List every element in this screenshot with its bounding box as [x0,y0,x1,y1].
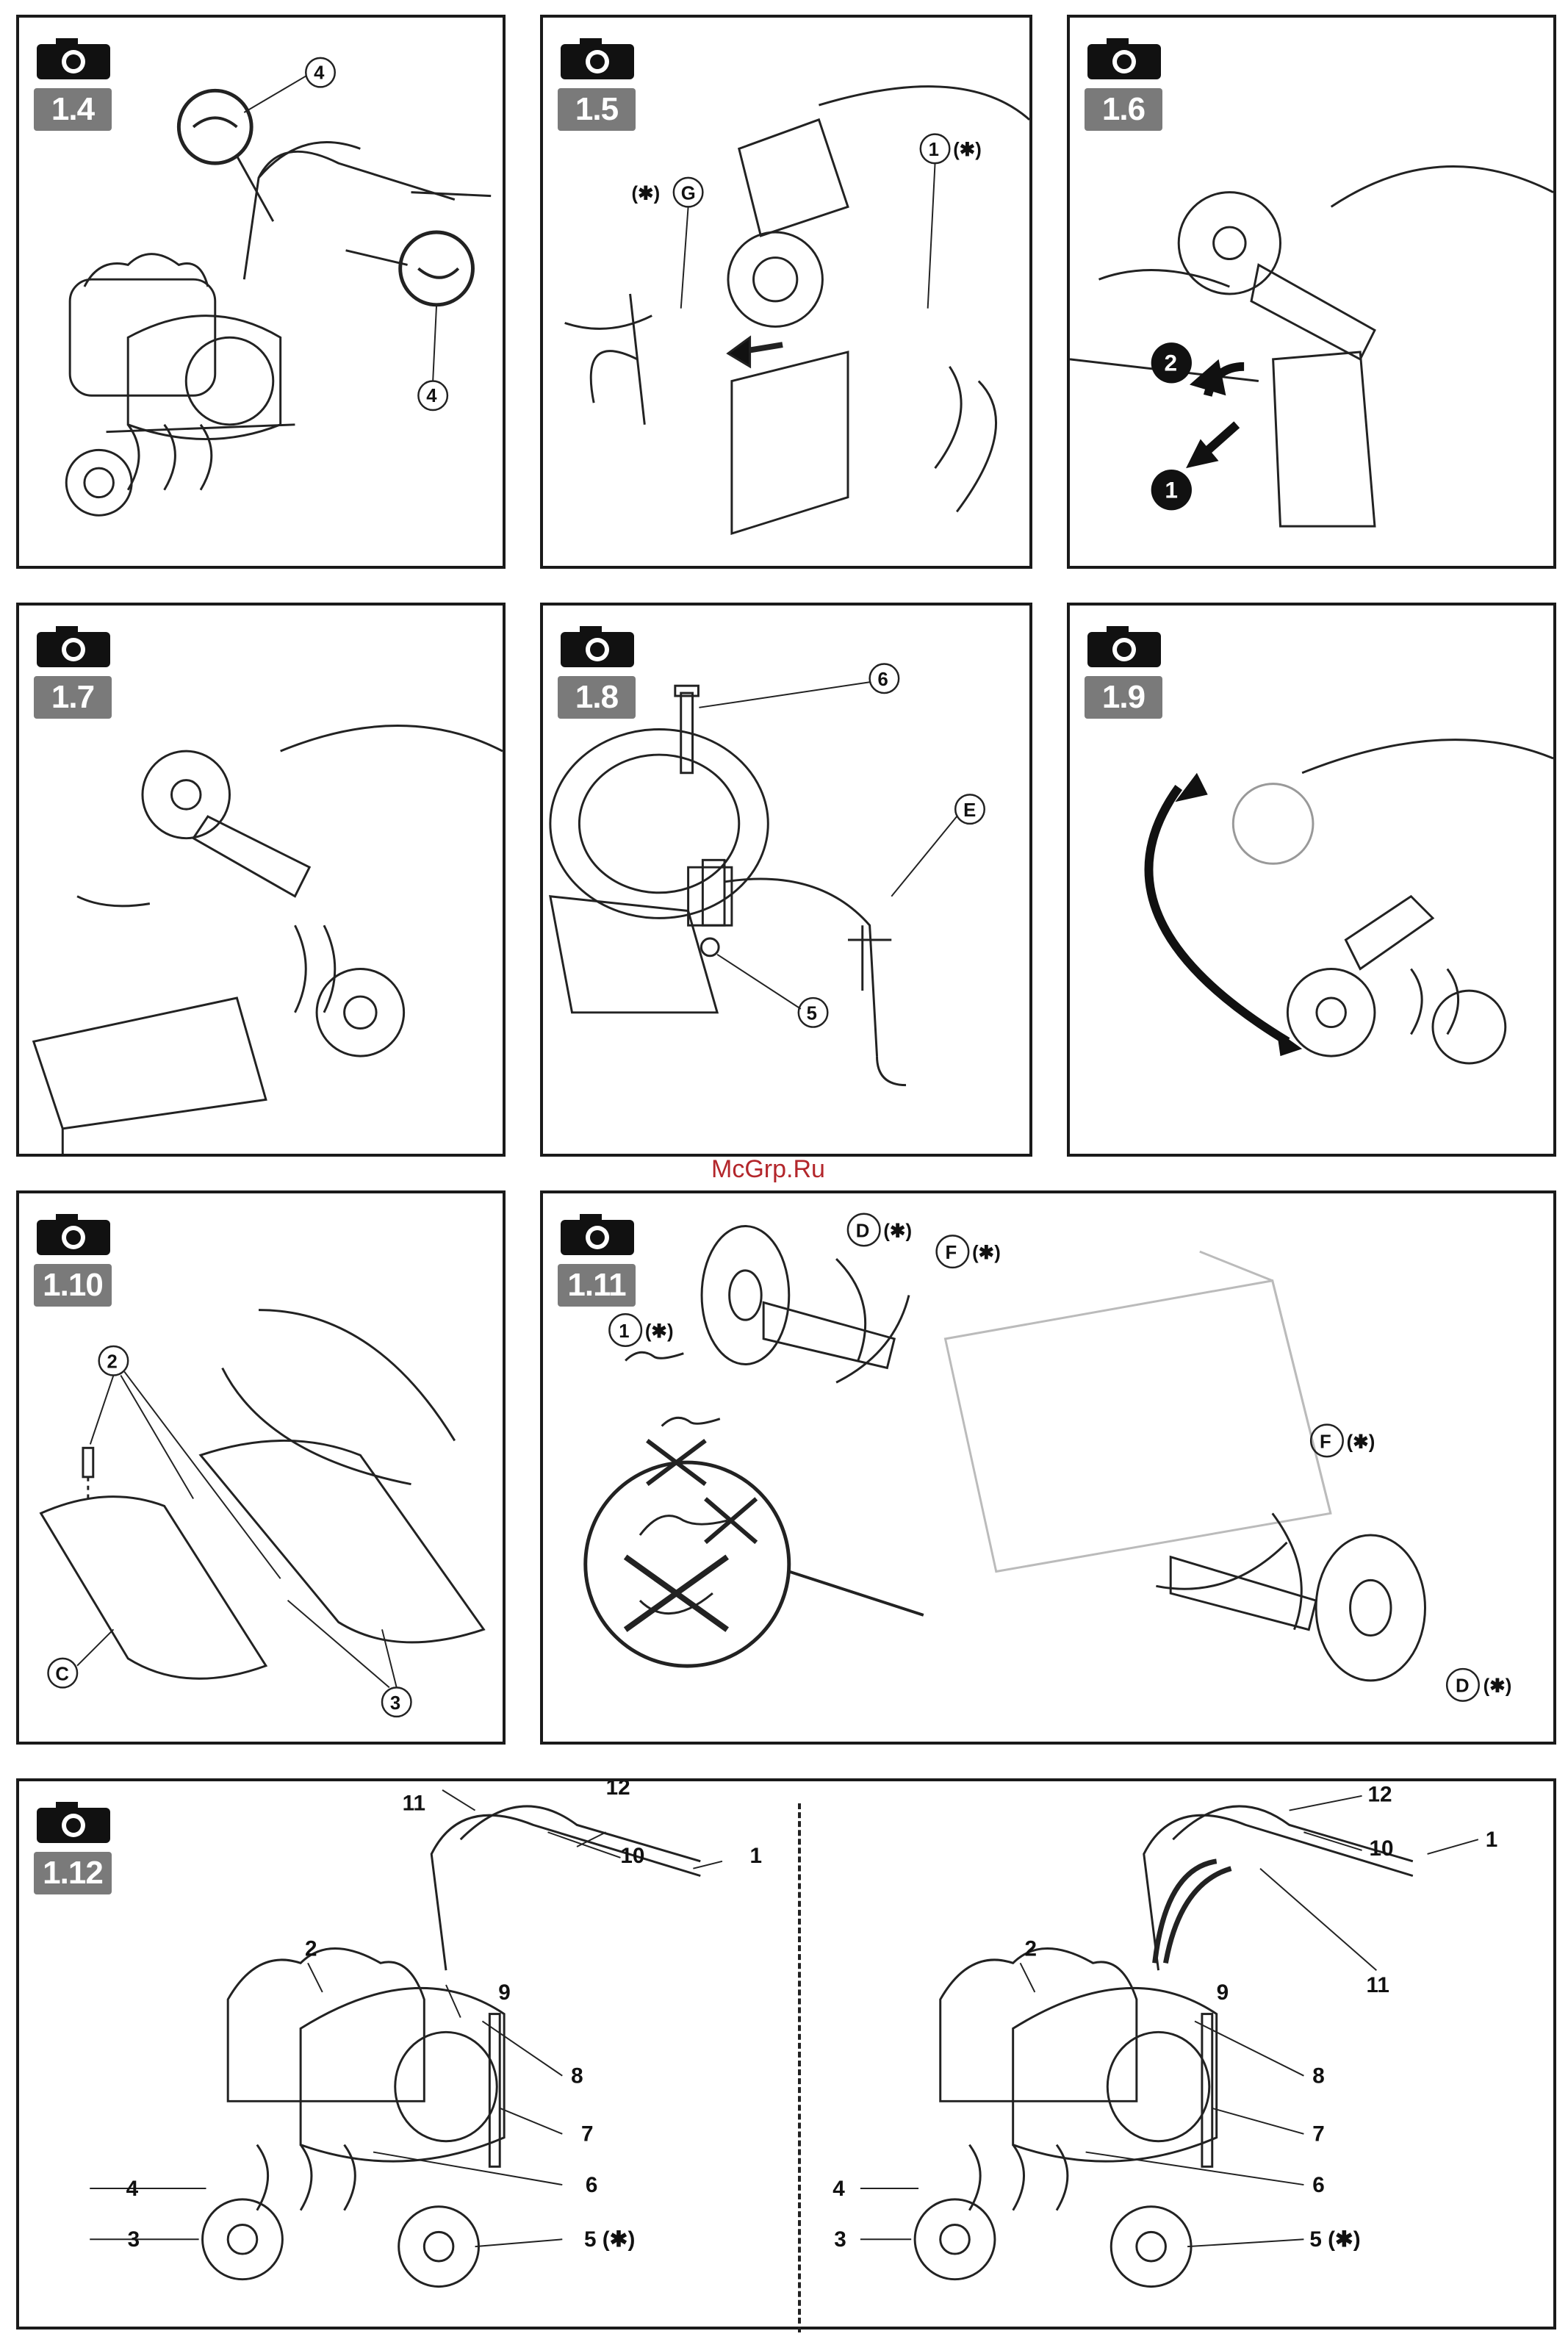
callout-4-top: 4 [314,63,325,84]
callout-2: 2 [107,1352,118,1373]
step-number: 1.12 [34,1852,112,1894]
label-6-right: 6 [1312,2173,1325,2197]
label-2-left: 2 [305,1936,317,1961]
callout-g: G [681,184,696,204]
camera-icon [34,1800,113,1844]
label-12-right: 12 [1367,1783,1392,1807]
camera-icon [1085,37,1164,81]
label-2-right: 2 [1025,1936,1037,1961]
callout-asterisk-f-top: (✱) [972,1243,1001,1263]
step-badge: 1.6 [1085,37,1165,131]
label-7-left: 7 [581,2122,594,2147]
step-badge: 1.4 [34,37,115,131]
callout-5: 5 [807,1004,817,1024]
illustration-overview: 11 12 10 1 2 9 8 7 6 4 3 5 (✱) [19,1781,1553,2327]
panel-1-4: 4 4 1.4 [16,15,506,569]
label-11-right: 11 [1366,1973,1389,1997]
callout-asterisk-d-bottom: (✱) [1484,1676,1512,1697]
label-9-right: 9 [1217,1980,1229,2005]
label-5-right: 5 (✱) [1309,2227,1360,2252]
step-number: 1.11 [558,1264,636,1307]
label-6-left: 6 [586,2173,598,2197]
callout-asterisk-1: (✱) [953,140,982,160]
camera-icon [1085,625,1164,669]
camera-icon [34,1213,113,1257]
step-number: 1.9 [1085,676,1162,719]
panel-1-7: 1.7 [16,603,506,1157]
step-number: 1.4 [34,88,112,131]
callout-asterisk-1: (✱) [645,1321,674,1342]
callout-f-bottom: F [1320,1432,1331,1452]
panel-1-5: (✱) G 1 (✱) 1.5 [540,15,1032,569]
callout-d-top: D [856,1221,870,1241]
label-4-right: 4 [832,2177,845,2201]
label-4-left: 4 [126,2177,139,2201]
step-badge: 1.10 [34,1213,115,1307]
callout-asterisk-d-top: (✱) [883,1221,912,1241]
callout-1: 1 [929,140,939,160]
panel-1-12: 11 12 10 1 2 9 8 7 6 4 3 5 (✱) [16,1778,1556,2330]
callout-3: 3 [390,1693,400,1714]
label-7-right: 7 [1312,2122,1325,2147]
step-badge: 1.11 [558,1213,639,1307]
step-badge: 1.7 [34,625,115,719]
callout-4-bottom: 4 [426,386,437,406]
camera-icon [558,625,637,669]
callout-d-bottom: D [1456,1676,1470,1697]
callout-c: C [55,1664,69,1684]
step-number: 1.8 [558,676,636,719]
step-marker-1: 1 [1165,477,1178,503]
step-number: 1.6 [1085,88,1162,131]
label-8-left: 8 [571,2064,583,2088]
step-badge: 1.8 [558,625,639,719]
panel-1-9: 1.9 [1067,603,1556,1157]
label-3-left: 3 [128,2227,140,2252]
callout-1: 1 [619,1321,629,1342]
camera-icon [558,37,637,81]
label-8-right: 8 [1312,2064,1325,2088]
label-9-left: 9 [498,1980,511,2005]
step-badge: 1.9 [1085,625,1165,719]
step-badge: 1.5 [558,37,639,131]
illustration-tines-discs: D (✱) F (✱) 1 (✱) F (✱) D (✱) [543,1193,1553,1742]
label-10-left: 10 [620,1844,644,1868]
panel-1-10: 2 C 3 1.10 [16,1190,506,1745]
label-12-left: 12 [606,1781,630,1800]
step-number: 1.5 [558,88,636,131]
camera-icon [34,625,113,669]
panel-1-6: 2 1 1.6 [1067,15,1556,569]
label-10-right: 10 [1369,1836,1393,1861]
callout-f-top: F [946,1243,957,1263]
dashed-divider [798,1803,801,2332]
camera-icon [558,1213,637,1257]
step-number: 1.10 [34,1264,112,1307]
step-number: 1.7 [34,676,112,719]
label-1-right: 1 [1486,1828,1498,1852]
callout-6: 6 [877,669,888,690]
label-11-left: 11 [403,1792,425,1816]
callout-e: E [963,800,976,821]
step-badge: 1.12 [34,1800,115,1894]
watermark: McGrp.Ru [711,1155,825,1184]
callout-asterisk-g: (✱) [632,184,661,204]
callout-asterisk-f-bottom: (✱) [1347,1432,1375,1452]
label-3-right: 3 [834,2227,846,2252]
camera-icon [34,37,113,81]
label-1-left: 1 [750,1844,763,1868]
label-5-left: 5 (✱) [584,2227,635,2252]
panel-1-8: 6 E 5 1.8 [540,603,1032,1157]
panel-1-11: D (✱) F (✱) 1 (✱) F (✱) D (✱) 1.11 [540,1190,1556,1745]
step-marker-2: 2 [1164,350,1177,376]
